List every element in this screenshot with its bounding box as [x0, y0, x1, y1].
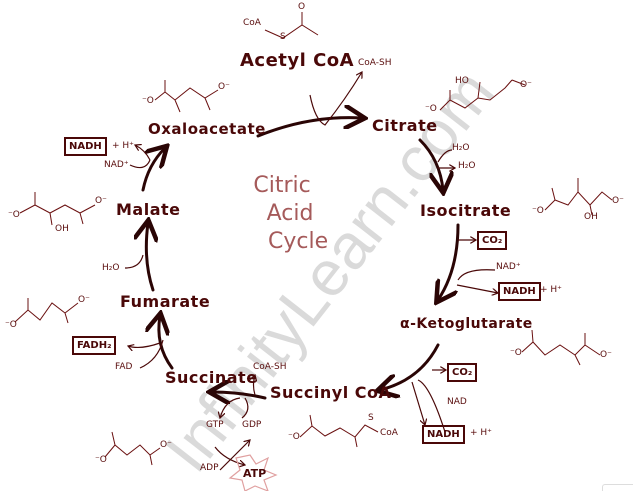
h-plus-1: + H⁺	[540, 285, 562, 295]
label-oxaloacetate: Oxaloacetate	[148, 120, 266, 138]
arrow-malate-oxaloacetate	[141, 148, 165, 192]
malate-o-minus: ⁻O	[8, 210, 20, 220]
arrow-citrate-isocitrate	[418, 138, 443, 190]
acetyl-coa-coa: CoA	[243, 18, 261, 28]
akg-structure	[521, 329, 601, 366]
malate-oh: OH	[55, 224, 69, 234]
h2o-in: H₂O	[452, 143, 470, 153]
citrate-structure	[439, 79, 526, 111]
succinyl-coa-coa: CoA	[380, 428, 398, 438]
label-succinyl-coa: Succinyl CoA	[270, 383, 392, 402]
nad-3: NAD⁺	[104, 160, 129, 170]
diagram-title: Citric Acid Cycle	[236, 172, 328, 256]
isocitrate-structure	[544, 178, 613, 216]
label-fumarate: Fumarate	[120, 292, 211, 311]
acetyl-coa-o: O	[298, 2, 306, 12]
citrate-o-minus: ⁻O	[425, 104, 437, 114]
fumarate-structure	[14, 298, 79, 324]
acetyl-coa-s: S	[280, 32, 286, 42]
coa-sh-2: CoA-SH	[253, 362, 287, 372]
fumarate-o-minus: ⁻O	[5, 320, 17, 330]
corner-scroll-widget	[602, 484, 633, 491]
label-alpha-ketoglutarate: α-Ketoglutarate	[400, 316, 533, 332]
h-plus-3: + H⁺	[112, 141, 134, 151]
succinate-structure	[104, 431, 161, 466]
akg-o-minus: ⁻O	[510, 348, 522, 358]
co2-box-2: CO₂	[447, 363, 478, 382]
isocitrate-oh: OH	[584, 212, 598, 222]
oxaloacetate-o-minus-2: O⁻	[218, 82, 230, 92]
arrow-succinate-fumarate	[159, 316, 174, 370]
fad: FAD	[115, 362, 133, 372]
h-plus-2: + H⁺	[470, 428, 492, 438]
fadh2-box: FADH₂	[72, 336, 117, 355]
nadh-box-2: NADH	[422, 425, 465, 444]
h2o-3: H₂O	[102, 263, 120, 273]
nad-1: NAD⁺	[496, 262, 521, 272]
nad-2: NAD	[447, 397, 467, 407]
succinate-o-minus-2: O⁻	[160, 440, 172, 450]
succinyl-coa-o-minus: ⁻O	[288, 432, 300, 442]
gtp: GTP	[206, 420, 224, 430]
citrate-ho: HO	[455, 76, 469, 86]
title-line-2: Acid	[266, 201, 314, 226]
oxaloacetate-structure	[154, 80, 219, 113]
adp: ADP	[200, 463, 219, 473]
h2o-out: H₂O	[458, 161, 476, 171]
succinyl-coa-structure	[299, 414, 379, 448]
akg-o-minus-2: O⁻	[600, 350, 612, 360]
label-succinate: Succinate	[165, 368, 258, 387]
arrow-fumarate-malate	[146, 223, 153, 292]
co2-box-1: CO₂	[477, 231, 508, 250]
label-acetyl-coa: Acetyl CoA	[240, 50, 355, 71]
nadh-box-1: NADH	[498, 282, 541, 301]
malate-o-minus-2: O⁻	[95, 196, 107, 206]
arrow-oxaloacetate-citrate	[256, 118, 362, 138]
oxaloacetate-o-minus: ⁻O	[142, 96, 154, 106]
label-malate: Malate	[116, 200, 181, 219]
arrow-succinylcoa-succinate	[212, 392, 267, 398]
atp-star	[228, 454, 278, 491]
isocitrate-o-minus-2: O⁻	[612, 196, 624, 206]
label-citrate: Citrate	[372, 116, 438, 135]
citrate-o-minus-2: O⁻	[520, 80, 532, 90]
coa-sh-released: CoA-SH	[358, 58, 392, 68]
fumarate-o-minus-2: O⁻	[78, 295, 90, 305]
acetyl-coa-structure	[264, 12, 319, 39]
title-line-3: Cycle	[268, 229, 329, 254]
nadh-box-3: NADH	[64, 137, 107, 156]
isocitrate-o-minus: ⁻O	[532, 206, 544, 216]
title-line-1: Citric	[253, 173, 311, 198]
arrow-akg-succinylcoa	[380, 343, 440, 390]
arrow-isocitrate-akg	[438, 223, 460, 300]
atp: ATP	[243, 467, 267, 480]
label-isocitrate: Isocitrate	[420, 201, 512, 220]
succinate-o-minus: ⁻O	[95, 455, 107, 465]
succinyl-coa-s: S	[368, 413, 374, 423]
malate-structure	[19, 192, 96, 226]
gdp: GDP	[242, 420, 262, 430]
